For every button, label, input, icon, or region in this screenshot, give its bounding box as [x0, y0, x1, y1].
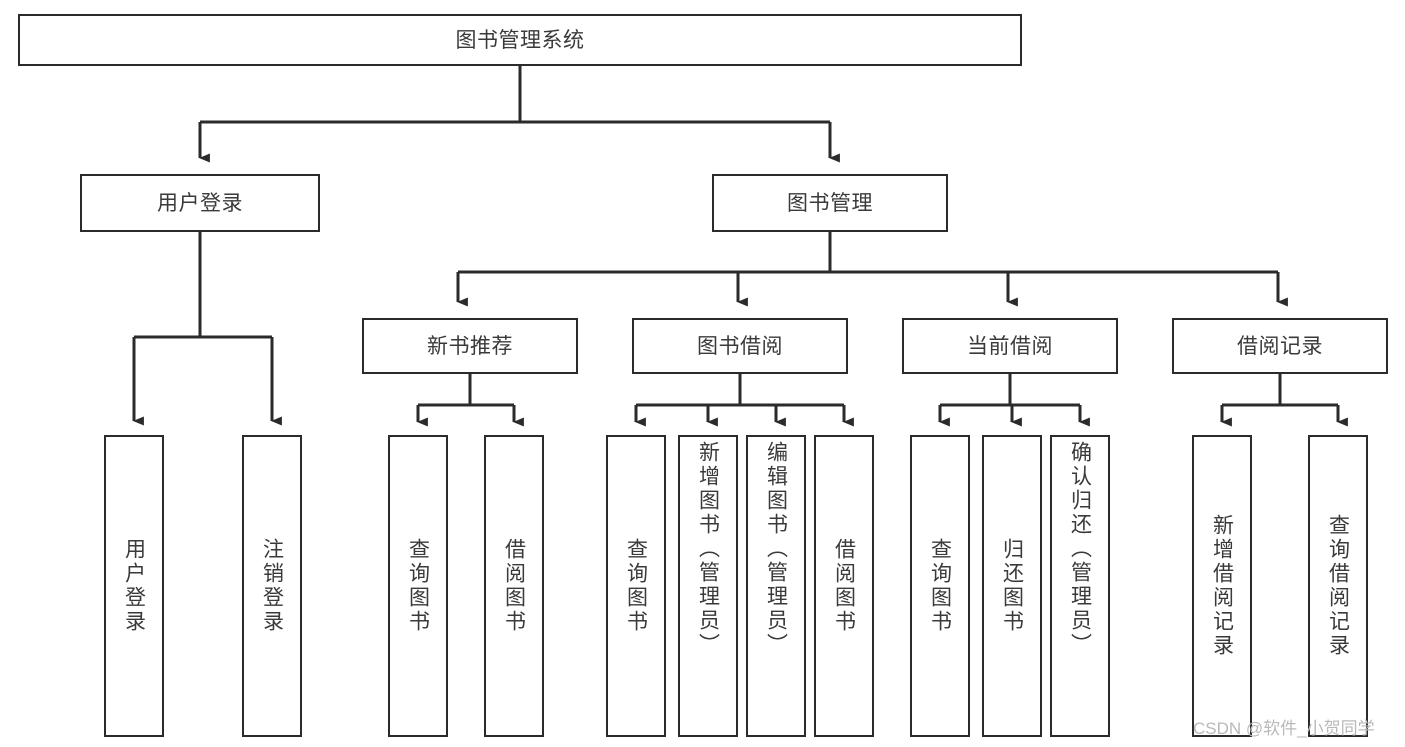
- node-leaf-edit-book-admin-label: 编辑图书（管理员）: [764, 441, 788, 657]
- node-book-manage-label: 图书管理: [787, 191, 873, 215]
- node-user-login[interactable]: 用户登录: [80, 174, 320, 232]
- node-leaf-query-borrow-record-label: 查询借阅记录: [1326, 514, 1350, 658]
- node-current-borrow[interactable]: 当前借阅: [902, 318, 1118, 374]
- node-root-label: 图书管理系统: [455, 28, 585, 52]
- node-book-borrow[interactable]: 图书借阅: [632, 318, 848, 374]
- node-user-login-label: 用户登录: [157, 191, 243, 215]
- node-leaf-add-book-admin[interactable]: 新增图书（管理员）: [678, 435, 738, 737]
- node-book-manage[interactable]: 图书管理: [712, 174, 948, 232]
- node-new-book-recommend[interactable]: 新书推荐: [362, 318, 578, 374]
- node-leaf-confirm-return-admin-label: 确认归还（管理员）: [1068, 441, 1092, 657]
- node-leaf-user-login[interactable]: 用户登录: [104, 435, 164, 737]
- node-borrow-record-label: 借阅记录: [1237, 334, 1323, 358]
- node-new-book-recommend-label: 新书推荐: [427, 334, 513, 358]
- node-leaf-return-book-label: 归还图书: [1000, 538, 1024, 634]
- node-leaf-query-borrow-record[interactable]: 查询借阅记录: [1308, 435, 1368, 737]
- node-leaf-query-book-3-label: 查询图书: [928, 538, 952, 634]
- node-leaf-logout-label: 注销登录: [260, 538, 284, 634]
- node-book-borrow-label: 图书借阅: [697, 334, 783, 358]
- node-leaf-query-book-3[interactable]: 查询图书: [910, 435, 970, 737]
- node-leaf-logout[interactable]: 注销登录: [242, 435, 302, 737]
- node-leaf-borrow-book-1-label: 借阅图书: [502, 538, 526, 634]
- node-leaf-query-book-2-label: 查询图书: [624, 538, 648, 634]
- node-borrow-record[interactable]: 借阅记录: [1172, 318, 1388, 374]
- node-leaf-query-book-1-label: 查询图书: [406, 538, 430, 634]
- node-leaf-query-book-1[interactable]: 查询图书: [388, 435, 448, 737]
- node-leaf-return-book[interactable]: 归还图书: [982, 435, 1042, 737]
- node-leaf-add-borrow-record[interactable]: 新增借阅记录: [1192, 435, 1252, 737]
- node-leaf-query-book-2[interactable]: 查询图书: [606, 435, 666, 737]
- node-current-borrow-label: 当前借阅: [967, 334, 1053, 358]
- node-leaf-borrow-book-2[interactable]: 借阅图书: [814, 435, 874, 737]
- node-leaf-confirm-return-admin[interactable]: 确认归还（管理员）: [1050, 435, 1110, 737]
- node-leaf-add-borrow-record-label: 新增借阅记录: [1210, 514, 1234, 658]
- node-leaf-edit-book-admin[interactable]: 编辑图书（管理员）: [746, 435, 806, 737]
- node-leaf-borrow-book-1[interactable]: 借阅图书: [484, 435, 544, 737]
- node-leaf-borrow-book-2-label: 借阅图书: [832, 538, 856, 634]
- node-leaf-add-book-admin-label: 新增图书（管理员）: [696, 441, 720, 657]
- node-root[interactable]: 图书管理系统: [18, 14, 1022, 66]
- node-leaf-user-login-label: 用户登录: [122, 538, 146, 634]
